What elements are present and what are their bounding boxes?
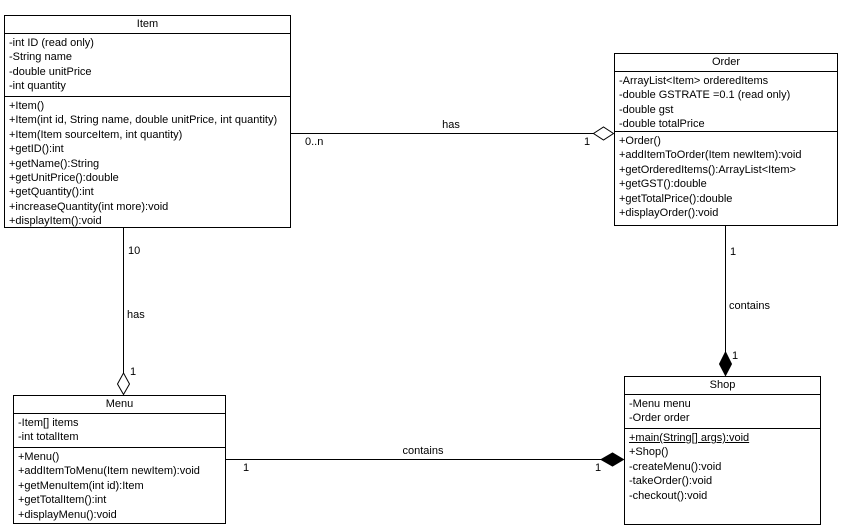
attribute-row: -int ID (read only) bbox=[9, 37, 94, 49]
class-menu-attributes: -Item[] items -int totalItem bbox=[14, 414, 225, 448]
attribute-row: -Menu menu bbox=[629, 398, 691, 410]
class-shop-name: Shop bbox=[625, 377, 820, 395]
multiplicity-menu-shop-source: 1 bbox=[243, 462, 250, 474]
method-row: +getQuantity():int bbox=[9, 186, 94, 199]
attribute-row: -double unitPrice bbox=[9, 65, 92, 78]
attribute-row: -int quantity bbox=[9, 80, 66, 93]
class-menu: Menu -Item[] items -int totalItem +Menu(… bbox=[13, 395, 226, 524]
attribute-row: -String name bbox=[9, 51, 72, 64]
method-row: +Menu() bbox=[18, 451, 60, 463]
class-menu-name: Menu bbox=[14, 396, 225, 414]
association-item-order bbox=[291, 126, 615, 141]
class-item-name: Item bbox=[5, 16, 290, 34]
method-row: +addItemToOrder(Item newItem):void bbox=[619, 149, 802, 162]
attribute-row: -double totalPrice bbox=[619, 118, 705, 131]
class-item-methods: +Item() +Item(int id, String name, doubl… bbox=[5, 97, 290, 227]
method-row: +getGST():double bbox=[619, 178, 707, 191]
method-row: +Order() bbox=[619, 135, 661, 147]
method-row: +Item(int id, String name, double unitPr… bbox=[9, 114, 278, 127]
attribute-row: -Order order bbox=[629, 412, 690, 425]
method-row: -checkout():void bbox=[629, 489, 708, 502]
method-row: +displayOrder():void bbox=[619, 207, 719, 220]
method-row: +Item() bbox=[9, 100, 45, 112]
composition-diamond-icon bbox=[599, 452, 625, 467]
association-label-contains: contains bbox=[402, 445, 444, 457]
class-order: Order -ArrayList<Item> orderedItems -dou… bbox=[614, 53, 838, 226]
method-row: +displayMenu():void bbox=[18, 508, 117, 521]
method-row: -createMenu():void bbox=[629, 460, 722, 473]
class-shop-attributes: -Menu menu -Order order bbox=[625, 395, 820, 429]
class-item-attributes: -int ID (read only) -String name -double… bbox=[5, 34, 290, 97]
method-row: +Shop() bbox=[629, 446, 669, 459]
method-row: +getOrderedItems():ArrayList<Item> bbox=[619, 163, 796, 176]
class-order-name: Order bbox=[615, 54, 837, 72]
class-shop: Shop -Menu menu -Order order +main(Strin… bbox=[624, 376, 821, 525]
aggregation-diamond-icon bbox=[116, 371, 131, 396]
multiplicity-item-order-source: 0..n bbox=[305, 136, 324, 148]
composition-diamond-icon bbox=[718, 350, 733, 377]
static-method-row: +main(String[] args):void bbox=[629, 432, 750, 444]
attribute-row: -ArrayList<Item> orderedItems bbox=[619, 75, 769, 87]
multiplicity-item-order-target: 1 bbox=[584, 136, 591, 148]
association-menu-shop bbox=[226, 452, 625, 467]
multiplicity-item-menu-source: 10 bbox=[128, 245, 141, 257]
association-item-menu bbox=[116, 228, 131, 396]
method-row: +getTotalItem():int bbox=[18, 494, 107, 507]
multiplicity-order-shop-source: 1 bbox=[730, 246, 737, 258]
method-row: +Item(Item sourceItem, int quantity) bbox=[9, 128, 183, 141]
class-item: Item -int ID (read only) -String name -d… bbox=[4, 15, 291, 228]
attribute-row: -double gst bbox=[619, 103, 674, 116]
class-shop-methods: +main(String[] args):void +Shop() -creat… bbox=[625, 429, 820, 524]
association-order-shop bbox=[718, 226, 733, 377]
association-label-has: has bbox=[127, 309, 145, 321]
method-row: +getUnitPrice():double bbox=[9, 172, 119, 185]
class-menu-methods: +Menu() +addItemToMenu(Item newItem):voi… bbox=[14, 448, 225, 523]
multiplicity-order-shop-target: 1 bbox=[732, 350, 739, 362]
class-order-methods: +Order() +addItemToOrder(Item newItem):v… bbox=[615, 132, 837, 225]
method-row: +increaseQuantity(int more):void bbox=[9, 200, 169, 213]
method-row: +getID():int bbox=[9, 143, 64, 156]
association-label-contains: contains bbox=[729, 300, 770, 312]
method-row: +displayItem():void bbox=[9, 215, 102, 227]
multiplicity-item-menu-target: 1 bbox=[130, 366, 137, 378]
method-row: -takeOrder():void bbox=[629, 475, 713, 488]
attribute-row: -double GSTRATE =0.1 (read only) bbox=[619, 89, 791, 102]
method-row: +getTotalPrice():double bbox=[619, 192, 733, 205]
method-row: +getMenuItem(int id):Item bbox=[18, 479, 144, 492]
method-row: +getName():String bbox=[9, 157, 100, 170]
class-order-attributes: -ArrayList<Item> orderedItems -double GS… bbox=[615, 72, 837, 132]
attribute-row: -int totalItem bbox=[18, 431, 79, 444]
multiplicity-menu-shop-target: 1 bbox=[595, 462, 602, 474]
aggregation-diamond-icon bbox=[592, 126, 615, 141]
method-row: +addItemToMenu(Item newItem):void bbox=[18, 465, 200, 478]
association-label-has: has bbox=[442, 119, 460, 131]
attribute-row: -Item[] items bbox=[18, 417, 79, 429]
